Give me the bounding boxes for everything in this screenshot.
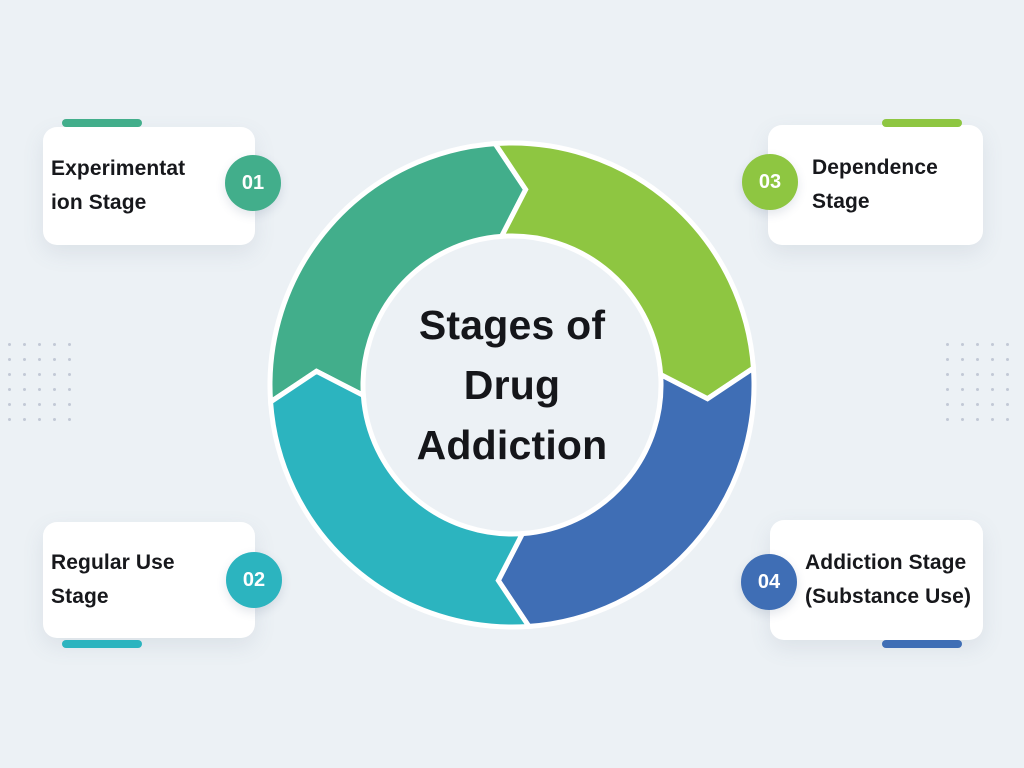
dot	[38, 388, 41, 391]
stage-label-line: Dependence	[812, 156, 938, 179]
dot	[38, 358, 41, 361]
dot	[976, 358, 979, 361]
stage-label: Experimentat ion Stage	[43, 152, 255, 220]
stage-number-badge: 03	[742, 154, 798, 210]
dot	[1006, 388, 1009, 391]
stage-label-line: Regular Use	[51, 551, 175, 574]
title-line-1: Stages of	[418, 302, 606, 348]
dot	[961, 388, 964, 391]
stage-label-line: Stage	[51, 585, 109, 608]
stage-label: Dependence Stage	[768, 151, 983, 219]
dot	[23, 388, 26, 391]
stage-card-addiction: Addiction Stage (Substance Use) 04	[741, 520, 983, 648]
accent-bar	[62, 640, 142, 648]
dot	[976, 373, 979, 376]
dot	[23, 373, 26, 376]
dot	[991, 373, 994, 376]
dot	[961, 373, 964, 376]
dot	[991, 343, 994, 346]
stage-label-line: Experimentat	[51, 157, 186, 180]
dot	[68, 343, 71, 346]
diagram-title: Stages of Drug Addiction	[362, 295, 662, 475]
dot	[8, 388, 11, 391]
dot	[23, 403, 26, 406]
dot	[991, 358, 994, 361]
dot	[961, 403, 964, 406]
dot	[38, 373, 41, 376]
dot	[946, 388, 949, 391]
title-line-3: Addiction	[416, 422, 608, 468]
dot	[68, 403, 71, 406]
stage-number-badge: 02	[226, 552, 282, 608]
dot	[38, 418, 41, 421]
dot	[961, 358, 964, 361]
stage-card-experimentation: Experimentat ion Stage 01	[43, 119, 281, 245]
dot	[991, 403, 994, 406]
stage-label-line: ion Stage	[51, 191, 147, 214]
dot	[8, 403, 11, 406]
dot	[53, 403, 56, 406]
ring-segment-regular-use	[267, 368, 534, 630]
dot	[946, 358, 949, 361]
accent-bar	[882, 640, 962, 648]
dot	[976, 388, 979, 391]
accent-bar	[62, 119, 142, 127]
dot	[8, 343, 11, 346]
dot	[68, 358, 71, 361]
dot	[53, 358, 56, 361]
title-line-2: Drug	[463, 362, 561, 408]
dot	[976, 343, 979, 346]
dot	[1006, 373, 1009, 376]
stage-label: Regular Use Stage	[43, 546, 255, 614]
dot	[53, 418, 56, 421]
dot	[946, 373, 949, 376]
dot	[991, 418, 994, 421]
dot-grid-left	[8, 343, 71, 421]
dot	[23, 418, 26, 421]
dot	[976, 418, 979, 421]
dot	[1006, 358, 1009, 361]
dot	[68, 373, 71, 376]
dot	[53, 388, 56, 391]
dot	[1006, 343, 1009, 346]
stage-label-line: Addiction Stage	[805, 551, 967, 574]
dot	[8, 358, 11, 361]
dot	[53, 343, 56, 346]
dot	[961, 343, 964, 346]
stage-number-badge: 04	[741, 554, 797, 610]
dot	[53, 373, 56, 376]
stage-number-badge: 01	[225, 155, 281, 211]
accent-bar	[882, 119, 962, 127]
dot	[946, 343, 949, 346]
dot	[1006, 403, 1009, 406]
dot	[946, 418, 949, 421]
stage-card-regular-use: Regular Use Stage 02	[43, 522, 282, 648]
stage-card-dependence: Dependence Stage 03	[742, 119, 983, 245]
stage-label: Addiction Stage (Substance Use)	[770, 546, 983, 614]
dot	[68, 388, 71, 391]
dot	[1006, 418, 1009, 421]
dot	[976, 403, 979, 406]
dot	[991, 388, 994, 391]
dot	[946, 403, 949, 406]
dot	[23, 343, 26, 346]
dot	[8, 373, 11, 376]
dot	[23, 358, 26, 361]
stage-label-line: (Substance Use)	[805, 585, 972, 608]
dot	[38, 343, 41, 346]
dot	[38, 403, 41, 406]
stage-label-line: Stage	[812, 190, 870, 213]
dot-grid-right	[946, 343, 1009, 421]
dot	[8, 418, 11, 421]
dot	[68, 418, 71, 421]
dot	[961, 418, 964, 421]
